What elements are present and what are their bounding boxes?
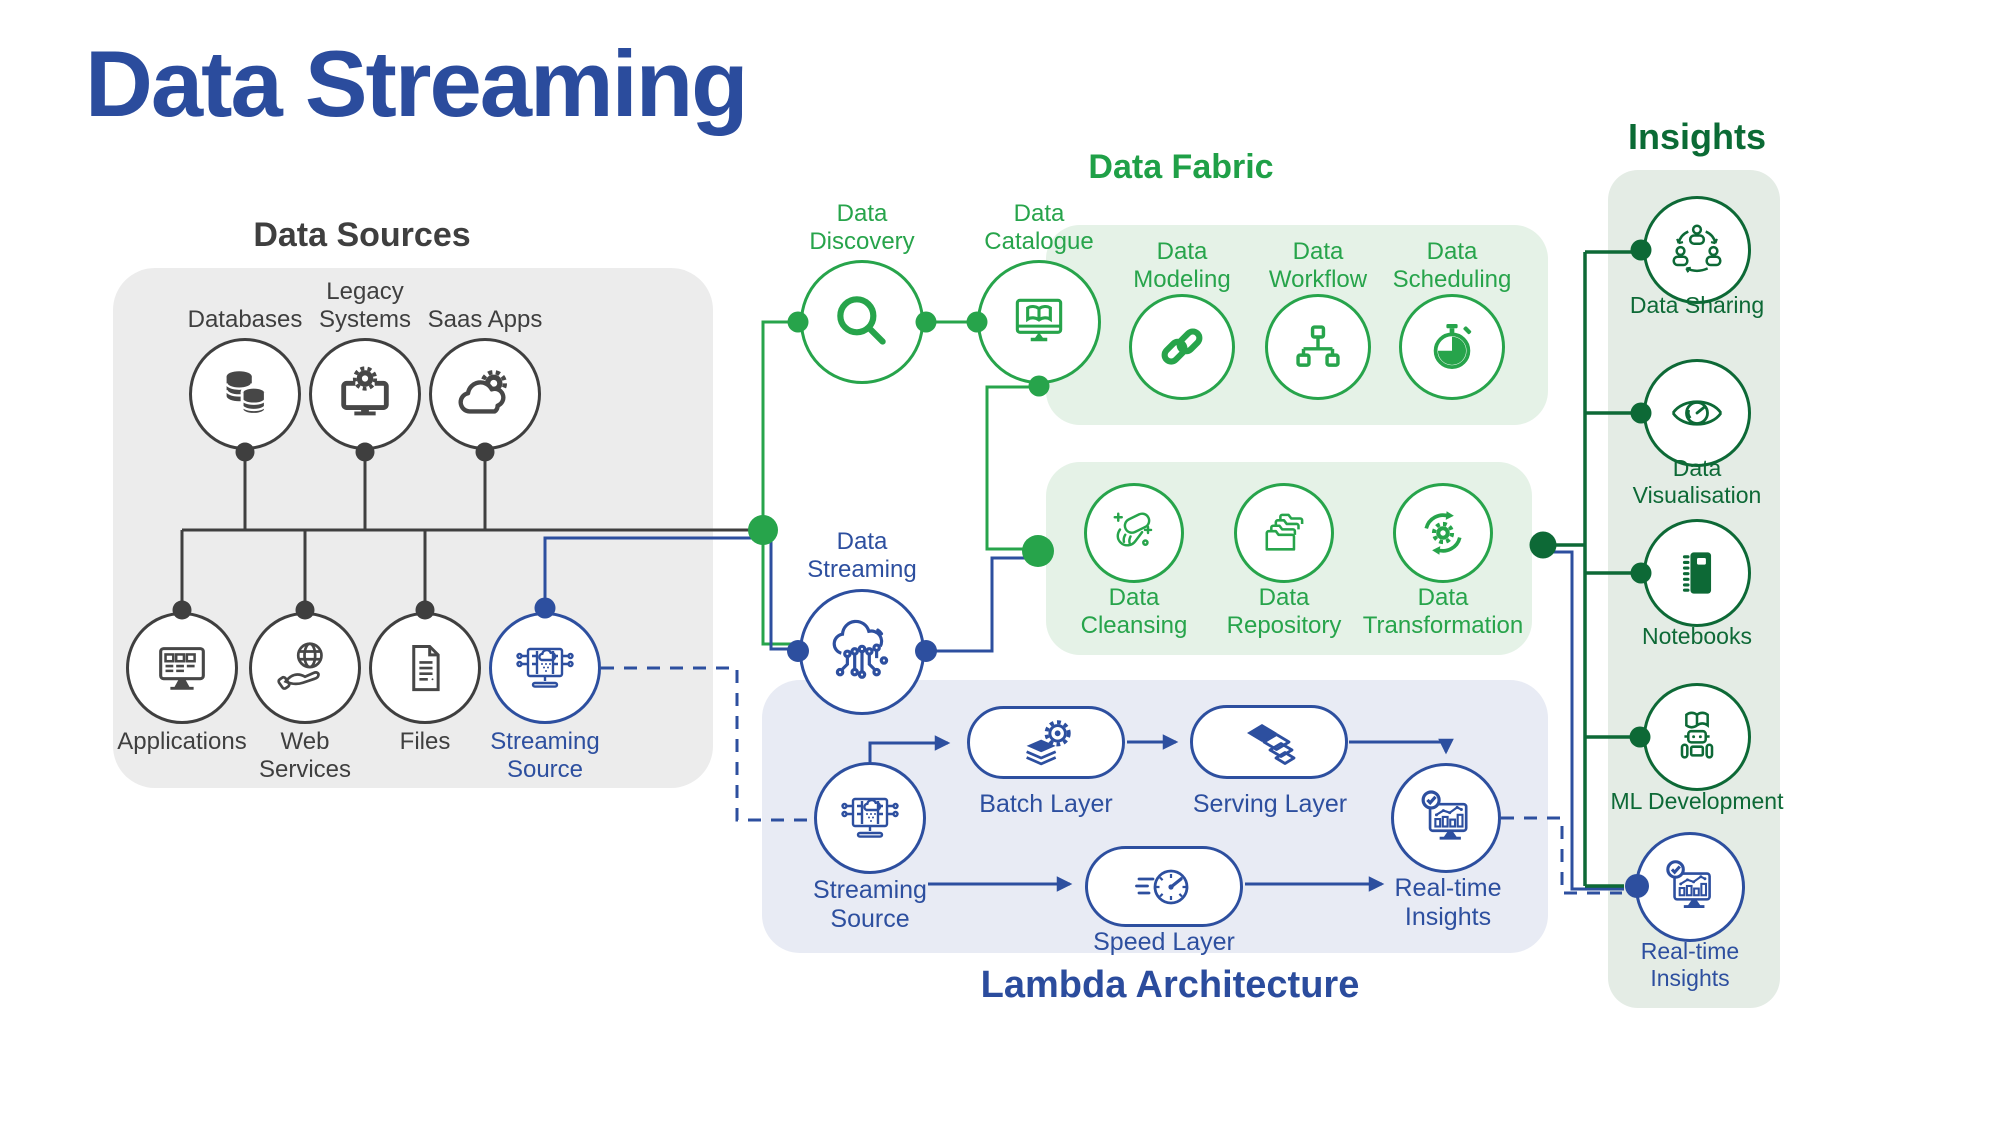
lambda-realtime-insights-label: Real-time Insights (1394, 874, 1502, 931)
notebook-icon (1682, 552, 1712, 594)
data-discovery-label: Data Discovery (809, 200, 915, 255)
folders-icon (1265, 513, 1304, 551)
databases-node (189, 338, 301, 450)
layers-gear-icon (1026, 719, 1071, 765)
workflow-icon (1296, 325, 1340, 367)
data-modeling-label: Data Modeling (1133, 238, 1231, 293)
notebooks-label: Notebooks (1642, 623, 1752, 649)
speed-layer-label: Speed Layer (1093, 928, 1235, 956)
databases-icon (225, 371, 267, 416)
serving-layer-label: Serving Layer (1192, 790, 1348, 818)
batch-layer-label: Batch Layer (979, 790, 1113, 818)
gear-cycle-icon (1424, 511, 1462, 555)
data-visualisation-node (1643, 359, 1751, 467)
speedometer-icon (1135, 869, 1189, 904)
legacy-systems-node (309, 338, 421, 450)
lambda-realtime-insights-node (1391, 763, 1501, 873)
applications-icon (159, 647, 205, 690)
files-label: Files (399, 728, 451, 755)
monitor-chart-check-icon (1666, 860, 1711, 909)
data-modeling-node (1129, 294, 1235, 400)
streaming-source-label: Streaming Source (490, 728, 600, 783)
data-sharing-label: Data Sharing (1629, 292, 1765, 318)
data-cleansing-node (1084, 483, 1184, 583)
files-node (369, 612, 481, 724)
saas-apps-label: Saas Apps (427, 306, 543, 333)
insights-title: Insights (1627, 116, 1766, 157)
monitor-chart-check-icon (1421, 790, 1468, 840)
ml-development-node (1643, 683, 1751, 791)
stopwatch-icon (1433, 324, 1472, 370)
databases-label: Databases (187, 306, 303, 333)
search-icon (837, 296, 886, 345)
stacked-sheets-icon (1247, 724, 1296, 765)
data-workflow-node (1265, 294, 1371, 400)
eye-gauge-icon (1671, 400, 1723, 426)
saas-apps-icon (458, 370, 508, 414)
web-services-icon (277, 642, 323, 690)
data-workflow-label: Data Workflow (1268, 238, 1368, 293)
web-services-node (249, 612, 361, 724)
data-catalogue-label: Data Catalogue (984, 200, 1094, 255)
data-repository-label: Data Repository (1226, 584, 1342, 639)
lambda-streaming-source-node (814, 762, 926, 874)
streaming-source-node (489, 612, 601, 724)
applications-label: Applications (117, 728, 247, 755)
saas-apps-node (429, 338, 541, 450)
lambda-title: Lambda Architecture (980, 964, 1360, 1006)
batch-layer-node (967, 706, 1125, 779)
data-scheduling-node (1399, 294, 1505, 400)
data-streaming-hub-node (799, 589, 925, 715)
robot-book-icon (1680, 711, 1714, 759)
speed-layer-node (1085, 846, 1243, 927)
legacy-systems-icon (341, 366, 389, 416)
streaming-source-icon (841, 797, 899, 838)
insights-realtime-label: Real-time Insights (1640, 938, 1740, 991)
file-icon (412, 644, 440, 692)
data-sharing-node (1643, 196, 1751, 304)
streaming-source-icon (516, 647, 574, 688)
serving-layer-node (1190, 705, 1348, 779)
insights-realtime-node (1635, 832, 1745, 942)
data-sources-title: Data Sources (253, 216, 471, 254)
people-share-icon (1672, 224, 1722, 273)
legacy-systems-label: Legacy Systems (318, 278, 411, 333)
data-visualisation-label: Data Visualisation (1632, 455, 1762, 508)
applications-node (126, 612, 238, 724)
data-transformation-label: Data Transformation (1362, 584, 1524, 639)
data-fabric-title: Data Fabric (1088, 148, 1274, 186)
lambda-streaming-source-label: Streaming Source (813, 876, 927, 933)
ml-development-label: ML Development (1610, 788, 1784, 814)
data-transformation-node (1393, 483, 1493, 583)
cloud-circuit-icon (832, 619, 889, 679)
monitor-book-icon (1015, 298, 1063, 342)
data-catalogue-node (977, 260, 1101, 384)
data-streaming-hub-label: Data Streaming (807, 528, 917, 583)
data-scheduling-label: Data Scheduling (1392, 238, 1512, 293)
cleaning-hand-icon (1113, 512, 1153, 547)
chain-link-icon (1161, 328, 1203, 365)
page-title: Data Streaming (85, 31, 749, 136)
data-discovery-node (800, 260, 924, 384)
data-cleansing-label: Data Cleansing (1080, 584, 1188, 639)
web-services-label: Web Services (258, 728, 352, 783)
notebooks-node (1643, 519, 1751, 627)
data-repository-node (1234, 483, 1334, 583)
